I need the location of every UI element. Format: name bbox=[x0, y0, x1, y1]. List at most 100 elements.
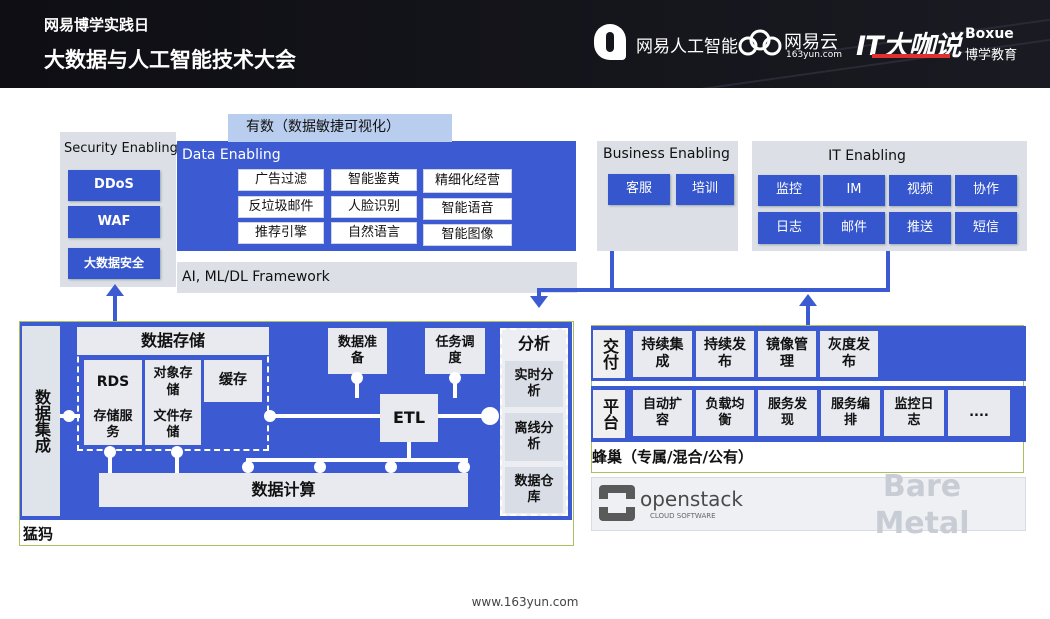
connector-line bbox=[108, 449, 112, 475]
data-enabling-title: Data Enabling bbox=[182, 147, 281, 164]
arrow-to-security bbox=[113, 296, 117, 322]
connector-dot bbox=[351, 372, 363, 384]
data-item-image: 智能图像 bbox=[423, 224, 512, 246]
security-item-waf: WAF bbox=[68, 206, 160, 238]
storage-object: 对象存储 bbox=[145, 360, 201, 405]
netease-cloud-url: 163yun.com bbox=[786, 50, 842, 60]
it-item-push: 推送 bbox=[889, 212, 951, 244]
analysis-title: 分析 bbox=[517, 333, 550, 353]
connector-dot bbox=[449, 372, 461, 384]
delivery-ci: 持续集成 bbox=[633, 331, 692, 377]
connector-dot bbox=[314, 461, 326, 473]
data-item-voice: 智能语音 bbox=[423, 198, 512, 220]
arrow-head-up bbox=[106, 284, 124, 296]
connector-dot bbox=[458, 461, 470, 473]
data-item-nlp: 自然语言 bbox=[331, 222, 417, 244]
ai-framework-bar: AI, ML/DL Framework bbox=[177, 262, 577, 293]
connector-line bbox=[453, 374, 457, 398]
platform-orchestration: 服务编排 bbox=[821, 390, 880, 436]
platform-more: .... bbox=[948, 390, 1010, 436]
platform-title: 平台 bbox=[593, 390, 625, 438]
mammoth-outline bbox=[19, 321, 574, 546]
storage-file: 文件存储 bbox=[145, 405, 201, 445]
delivery-title: 交付 bbox=[593, 330, 625, 378]
connector-dot bbox=[63, 410, 75, 422]
business-enabling-title: Business Enabling bbox=[603, 146, 730, 163]
conference-title: 大数据与人工智能技术大会 bbox=[44, 48, 296, 72]
it-item-monitor: 监控 bbox=[758, 175, 820, 206]
data-item-recommendation: 推荐引擎 bbox=[238, 222, 324, 244]
analysis-realtime: 实时分析 bbox=[505, 361, 563, 407]
platform-autoscale: 自动扩容 bbox=[633, 390, 692, 436]
mammoth-label: 猛犸 bbox=[23, 524, 54, 543]
platform-service-discovery: 服务发现 bbox=[758, 390, 817, 436]
openstack-logo-text: openstack bbox=[640, 486, 744, 511]
openstack-logo-sub: CLOUD SOFTWARE bbox=[650, 511, 716, 520]
delivery-cd: 持续发布 bbox=[696, 331, 754, 377]
delivery-image-mgmt: 镜像管理 bbox=[758, 331, 816, 377]
data-item-ad-filter: 广告过滤 bbox=[238, 169, 324, 191]
connector-horizontal bbox=[537, 288, 890, 292]
netease-cloud-logo-text: 网易云 bbox=[784, 32, 838, 53]
connector-line bbox=[268, 414, 380, 418]
connector-business bbox=[610, 251, 614, 291]
data-integration-bar: 数据集成 bbox=[22, 326, 60, 516]
business-item-training: 培训 bbox=[676, 174, 734, 205]
connector-dot bbox=[385, 461, 397, 473]
connector-dot bbox=[242, 461, 254, 473]
cloud-logo-icon bbox=[738, 29, 782, 56]
connector-it bbox=[886, 251, 890, 291]
boxue-logo: Boxue bbox=[965, 26, 1014, 42]
storage-service: 存储服务 bbox=[84, 405, 142, 445]
arrow-head-up bbox=[799, 294, 817, 306]
task-scheduling-box: 任务调度 bbox=[425, 328, 485, 374]
connector-dot bbox=[104, 446, 116, 458]
infrastructure-band bbox=[591, 477, 1026, 531]
storage-cache: 缓存 bbox=[204, 360, 262, 402]
storage-rds: RDS bbox=[84, 360, 142, 405]
connector-down bbox=[537, 288, 541, 298]
connector-line bbox=[438, 414, 490, 418]
connector-line bbox=[355, 374, 359, 398]
storage-title: 数据存储 bbox=[77, 327, 269, 355]
netease-ai-logo-text: 网易人工智能 bbox=[636, 37, 738, 57]
data-item-face-recognition: 人脸识别 bbox=[331, 196, 417, 218]
youshu-visualization-label: 有数（数据敏捷可视化） bbox=[228, 114, 452, 142]
data-item-anti-spam: 反垃圾邮件 bbox=[238, 196, 324, 218]
it-item-mail: 邮件 bbox=[823, 212, 885, 244]
security-item-bigdata: 大数据安全 bbox=[68, 248, 160, 279]
connector-line bbox=[175, 449, 179, 475]
business-item-service: 客服 bbox=[608, 174, 670, 205]
platform-load-balance: 负载均衡 bbox=[696, 390, 754, 436]
arrow-head-down bbox=[530, 296, 548, 308]
it-item-collab: 协作 bbox=[955, 175, 1017, 206]
delivery-gray-release: 灰度发布 bbox=[820, 331, 878, 377]
data-prep-box: 数据准备 bbox=[328, 328, 387, 374]
bare-metal-label: Bare Metal bbox=[874, 468, 970, 542]
platform-monitor-log: 监控日志 bbox=[884, 390, 944, 436]
security-item-ddos: DDoS bbox=[68, 170, 160, 201]
boxue-logo-cn: 博学教育 bbox=[965, 48, 1018, 63]
etl-box: ETL bbox=[380, 394, 438, 442]
footer-url: www.163yun.com bbox=[471, 595, 579, 609]
hive-label: 蜂巢（专属/混合/公有） bbox=[592, 447, 753, 466]
it-talk-logo-bar bbox=[872, 54, 950, 58]
event-name: 网易博学实践日 bbox=[44, 16, 150, 34]
data-item-fine-ops: 精细化经营 bbox=[423, 169, 512, 193]
arrow-to-hive bbox=[806, 306, 810, 328]
openstack-logo-icon bbox=[599, 485, 635, 521]
connector-line bbox=[246, 458, 468, 462]
security-enabling-title: Security Enabling bbox=[64, 140, 178, 156]
slide-header: 网易博学实践日 大数据与人工智能技术大会 网易人工智能 网易云 163yun.c… bbox=[0, 0, 1050, 88]
connector-line bbox=[407, 442, 411, 460]
data-compute-bar: 数据计算 bbox=[99, 473, 468, 507]
data-item-porn-detection: 智能鉴黄 bbox=[331, 169, 417, 191]
netease-ai-logo-icon bbox=[594, 24, 626, 60]
analysis-warehouse: 数据仓库 bbox=[505, 467, 563, 513]
analysis-offline: 离线分析 bbox=[505, 413, 563, 461]
connector-dot bbox=[481, 407, 499, 425]
it-enabling-title: IT Enabling bbox=[828, 148, 906, 165]
it-item-video: 视频 bbox=[889, 175, 951, 206]
connector-dot bbox=[264, 410, 276, 422]
it-item-im: IM bbox=[823, 175, 885, 206]
